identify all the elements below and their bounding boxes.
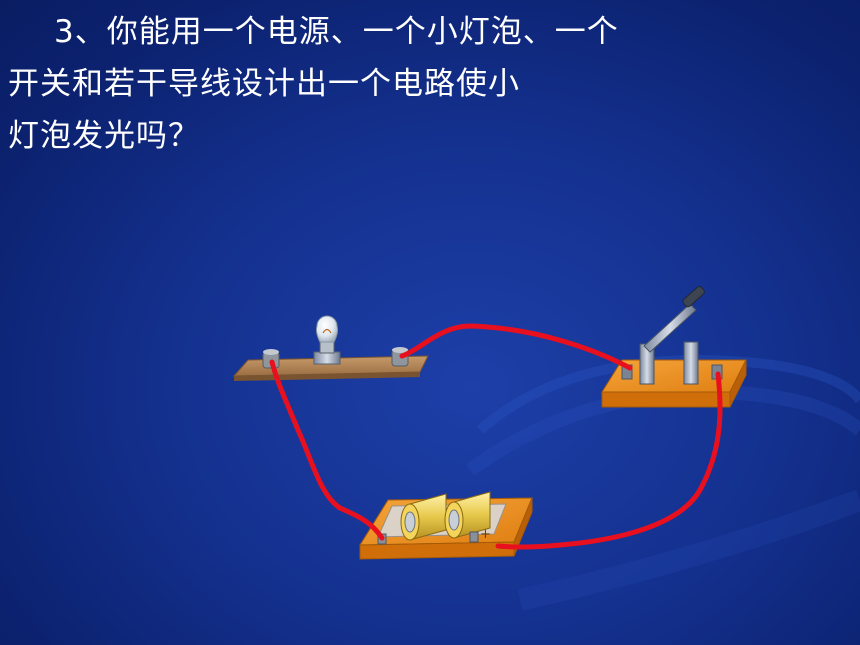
battery-cell-1 <box>400 493 447 541</box>
battery-holder: + <box>359 491 533 560</box>
question-line-3: 灯泡发光吗？ <box>8 118 200 154</box>
battery-positive-mark: + <box>480 527 491 542</box>
question-text: 3、你能用一个电源、一个小灯泡、一个 开关和若干导线设计出一个电路使小 灯泡发光… <box>8 6 768 162</box>
wire-battery-to-bulb <box>269 359 385 541</box>
question-line-2: 开关和若干导线设计出一个电路使小 <box>8 66 520 102</box>
knife-switch <box>601 285 747 408</box>
question-line-1: 3、你能用一个电源、一个小灯泡、一个 <box>54 14 619 50</box>
wire-switch-to-battery <box>495 371 723 550</box>
light-bulb-board <box>232 315 429 381</box>
light-bulb-icon <box>313 315 341 365</box>
battery-cell-2 <box>444 491 491 539</box>
wire-bulb-to-switch <box>399 323 633 371</box>
